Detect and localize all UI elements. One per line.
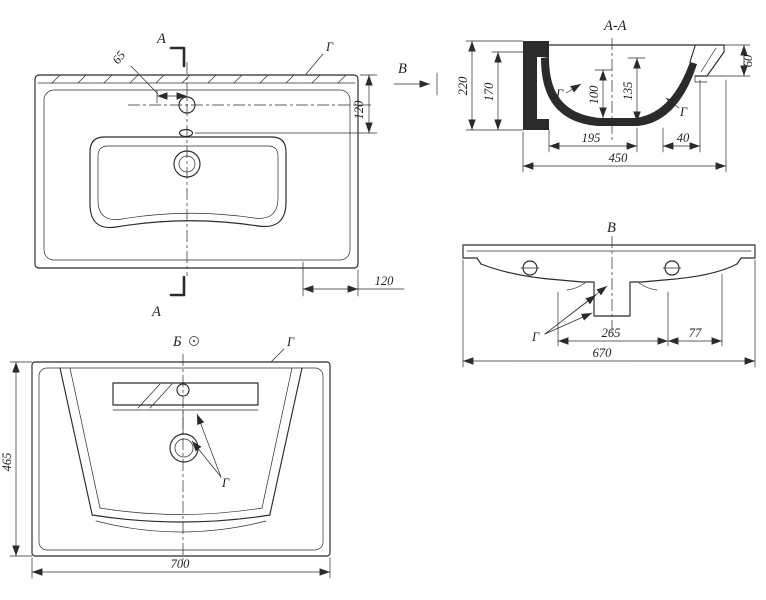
view-b-top-profile [462, 244, 756, 265]
bottom-view: Б Г Г 465 700 [0, 334, 331, 579]
view-b-g-leader-3 [544, 285, 608, 335]
bottom-lens-lower [95, 520, 267, 533]
plan-rim [43, 89, 351, 261]
view-b-dim-265: 265 [557, 291, 669, 347]
plan-corner-label-g: Г [325, 40, 334, 54]
bottom-drain-outer [169, 433, 199, 463]
view-arrow-label: B [398, 61, 407, 77]
plan-dim-120-bottom: 120 [302, 261, 405, 297]
rotated-view-icon [189, 336, 199, 346]
bottom-corner-leader [270, 348, 285, 363]
section-dim-220: 220 [456, 40, 524, 131]
svg-text:77: 77 [689, 326, 702, 340]
svg-text:700: 700 [171, 557, 191, 571]
section-dim-100: 100 [587, 69, 613, 119]
section-g-right-leader [665, 97, 680, 109]
bottom-dim-465: 465 [0, 361, 33, 557]
bottom-corner-label-g: Г [286, 335, 295, 349]
bottom-overflow-box [112, 382, 259, 406]
section-view: А-А B 220 170 100 [393, 18, 755, 173]
bottom-lens-upper [91, 514, 271, 523]
plan-section-mark-bottom [169, 275, 186, 297]
view-b-g-leader-1 [544, 312, 593, 335]
bottom-skirt-inner [69, 367, 293, 509]
svg-text:40: 40 [677, 131, 690, 145]
section-overflow-hook [694, 75, 708, 83]
section-bowl-front-wall [689, 45, 696, 63]
svg-text:670: 670 [593, 346, 613, 360]
svg-text:450: 450 [609, 151, 629, 165]
section-right-edge [694, 44, 725, 77]
bottom-skirt-outer [59, 367, 303, 515]
plan-top-hatch [51, 74, 347, 84]
svg-text:465: 465 [0, 453, 14, 472]
plan-section-letter-top: А [156, 31, 166, 47]
plan-corner-leader [305, 53, 324, 75]
bottom-dim-700: 700 [31, 557, 331, 579]
bottom-rim [38, 367, 324, 551]
plan-basin-outline [89, 136, 287, 229]
bottom-box-diagonals [137, 383, 173, 409]
plan-section-letter-bottom: А [151, 304, 161, 320]
section-title: А-А [603, 18, 627, 34]
section-dim-450: 450 [522, 79, 727, 173]
svg-text:265: 265 [602, 326, 621, 340]
section-g-left-leader [565, 83, 582, 94]
section-dim-170: 170 [482, 51, 538, 131]
svg-text:170: 170 [482, 82, 496, 102]
plan-section-mark-top [169, 46, 186, 68]
view-b-label-g: Г [531, 330, 540, 344]
svg-text:120: 120 [375, 274, 395, 288]
section-label-g-right: Г [679, 105, 688, 119]
section-label-g-left: Г [555, 87, 564, 101]
view-b-underside-profile [480, 263, 738, 317]
section-view-arrow-b: B [393, 61, 438, 96]
svg-text:220: 220 [456, 76, 470, 96]
bottom-title: Б [172, 334, 182, 350]
bottom-g-leader-2 [191, 440, 222, 478]
plan-basin-inner-ledge [97, 145, 279, 220]
svg-text:195: 195 [582, 131, 601, 145]
section-bowl-shell-cut [541, 57, 697, 126]
section-back-wall-cut [523, 41, 549, 130]
section-dim-135: 135 [621, 57, 646, 123]
svg-text:100: 100 [587, 85, 601, 105]
bottom-g-leader-1 [196, 413, 222, 478]
bottom-drain-inner [174, 438, 194, 458]
plan-dim-65: 65 [109, 48, 188, 104]
view-b-left-flank-curve [566, 282, 586, 291]
svg-text:135: 135 [621, 82, 635, 101]
svg-text:65: 65 [109, 48, 128, 66]
bottom-label-g: Г [221, 476, 230, 490]
plan-overflow-slot [178, 128, 194, 138]
svg-text:120: 120 [352, 100, 366, 120]
section-dim-195: 195 [548, 127, 638, 153]
section-dim-60: 60 [706, 44, 755, 77]
section-right-inner-line [700, 47, 717, 73]
plan-outer-body [34, 74, 359, 269]
bottom-lens-inner [99, 507, 263, 515]
svg-text:60: 60 [741, 54, 755, 67]
section-dim-40: 40 [662, 79, 701, 153]
view-b: В Г 265 77 670 [462, 220, 756, 368]
view-b-right-flank-curve [638, 282, 658, 291]
view-b-dim-77: 77 [667, 273, 723, 347]
view-b-title: В [607, 220, 616, 236]
view-b-dim-670: 670 [462, 259, 756, 368]
plan-view: А А Г 65 120 120 [34, 31, 405, 320]
plan-dim-120-right: 120 [194, 74, 378, 134]
bottom-outer-body [31, 361, 331, 557]
